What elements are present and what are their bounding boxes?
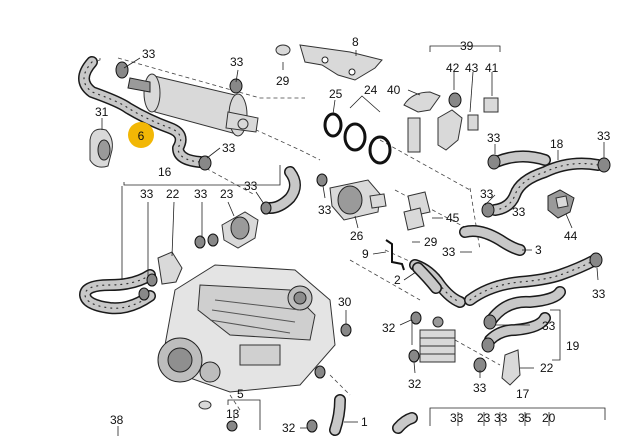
bracket-part-8 — [275, 44, 383, 81]
part-labels: 33 33 29 8 39 42 43 41 40 25 24 31 33 33… — [95, 35, 611, 435]
pipe-part-22-right — [501, 349, 521, 386]
clamps-bottom — [306, 365, 326, 433]
label-5: 5 — [237, 387, 244, 401]
label-33: 33 — [512, 205, 526, 219]
connector-part-44 — [547, 189, 575, 219]
highlight-callout-circle — [128, 122, 154, 148]
coolant-hose-17-19 — [464, 254, 601, 346]
label-41: 41 — [485, 61, 499, 75]
label-24: 24 — [364, 83, 378, 97]
label-33: 33 — [487, 131, 501, 145]
hose-clamps-upper-left — [115, 61, 243, 171]
label-33: 33 — [244, 179, 258, 193]
label-33: 33 — [592, 287, 606, 301]
label-23: 23 — [477, 411, 491, 425]
engine-block — [157, 264, 336, 393]
label-19: 19 — [566, 339, 580, 353]
leader-lines — [101, 45, 606, 436]
label-20: 20 — [542, 411, 556, 425]
fittings-group-39 — [403, 91, 499, 153]
egr-cooler — [127, 73, 259, 137]
bracket-part-9 — [385, 239, 405, 271]
label-45: 45 — [446, 211, 460, 225]
label-44: 44 — [564, 229, 578, 243]
clamps-centre-lower — [340, 311, 422, 363]
fitting-part-23 — [221, 211, 259, 249]
dashed-guide-lines — [91, 57, 501, 411]
pipe-part-22-left — [138, 251, 183, 301]
label-31: 31 — [95, 105, 109, 119]
label-2: 2 — [394, 273, 401, 287]
label-32: 32 — [282, 421, 296, 435]
label-33: 33 — [140, 187, 154, 201]
coupling-part-45 — [403, 191, 431, 231]
coolant-hose-6 — [78, 56, 206, 168]
label-32: 32 — [408, 377, 422, 391]
label-22: 22 — [540, 361, 554, 375]
clamp-part-31 — [89, 128, 113, 168]
coolant-hose-1 — [329, 394, 418, 436]
valve-part-26 — [329, 179, 387, 221]
label-29: 29 — [276, 74, 290, 88]
label-33: 33 — [142, 47, 156, 61]
label-13: 13 — [226, 407, 240, 421]
label-42: 42 — [446, 61, 460, 75]
label-38: 38 — [110, 413, 124, 427]
label-29: 29 — [424, 235, 438, 249]
coolant-hose-18 — [489, 150, 604, 216]
label-33: 33 — [230, 55, 244, 69]
label-32: 32 — [382, 321, 396, 335]
coolant-hose-16 — [79, 269, 156, 315]
label-23: 23 — [220, 187, 234, 201]
callout-6: 6 — [138, 129, 145, 143]
label-43: 43 — [465, 61, 479, 75]
label-33: 33 — [480, 187, 494, 201]
label-33: 33 — [473, 381, 487, 395]
label-40: 40 — [387, 83, 401, 97]
clamp-rings-24-25 — [323, 112, 392, 165]
label-33: 33 — [494, 411, 508, 425]
clamps-centre — [194, 173, 328, 249]
label-33: 33 — [442, 245, 456, 259]
label-22: 22 — [166, 187, 180, 201]
coolant-hose-16-upper — [264, 166, 301, 214]
label-33: 33 — [222, 141, 236, 155]
clamps-right — [481, 154, 611, 218]
label-33: 33 — [597, 129, 611, 143]
clamps-lower-right — [473, 252, 603, 373]
label-35: 35 — [518, 411, 532, 425]
label-16: 16 — [158, 165, 172, 179]
label-1: 1 — [361, 415, 368, 429]
label-33: 33 — [194, 187, 208, 201]
label-33: 33 — [450, 411, 464, 425]
label-26: 26 — [350, 229, 364, 243]
coolant-hose-2 — [412, 262, 442, 294]
label-33: 33 — [542, 319, 556, 333]
fittings-part-5-13 — [198, 400, 238, 432]
label-25: 25 — [329, 87, 343, 101]
label-33: 33 — [318, 203, 332, 217]
oil-cooler — [419, 316, 456, 363]
label-9: 9 — [362, 247, 369, 261]
label-30: 30 — [338, 295, 352, 309]
label-17: 17 — [516, 387, 530, 401]
label-8: 8 — [352, 35, 359, 49]
label-3: 3 — [535, 243, 542, 257]
label-39: 39 — [460, 39, 474, 53]
label-18: 18 — [550, 137, 564, 151]
